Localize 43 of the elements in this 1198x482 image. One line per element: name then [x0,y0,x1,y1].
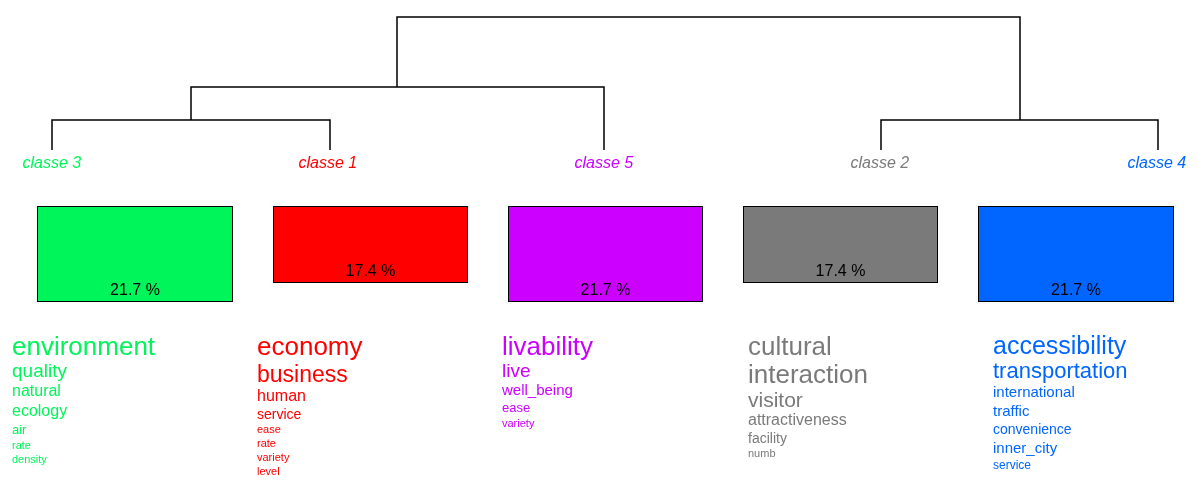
keyword-text: air [12,423,27,436]
keyword-text: international [993,384,1075,399]
keyword-text: interaction [748,361,868,387]
keyword-text: quality [12,361,67,380]
keyword-text: service [257,407,302,421]
percentage-text: 21.7 % [110,281,160,299]
keyword-text: numb [748,448,776,459]
keyword-text: attractiveness [748,412,847,428]
keyword-text: economy [257,333,363,359]
percentage-text: 17.4 % [815,262,866,280]
class-label: classe 2 [850,154,910,172]
keyword-text: environment [12,333,156,359]
percentage-text: 21.7 % [1051,281,1101,299]
keyword-text: transportation [993,360,1128,382]
keyword-text: variety [502,418,535,429]
class-label: classe 4 [1127,154,1187,172]
keyword-text: rate [12,440,31,451]
keyword-text: natural [12,383,61,399]
keyword-text: inner_city [993,440,1058,455]
keyword-text: well_being [502,382,573,397]
keyword-text: level [257,466,280,477]
keyword-text: cultural [748,333,832,359]
keyword-text: convenience [993,422,1072,436]
keyword-text: live [502,361,531,380]
class-label: classe 1 [298,154,358,172]
keyword-text: traffic [993,403,1030,418]
keyword-text: service [993,459,1031,471]
percentage-text: 17.4 % [345,262,396,280]
keyword-text: business [257,363,348,386]
keyword-text: ecology [12,403,68,419]
keyword-text: livability [502,333,594,359]
class-label: classe 5 [574,154,634,172]
keyword-text: ease [257,424,281,435]
keyword-text: ease [502,401,531,414]
class-label: classe 3 [22,154,82,172]
keyword-text: rate [257,438,276,449]
keyword-text: visitor [748,389,803,410]
keyword-text: human [257,388,306,404]
keyword-text: variety [257,452,290,463]
keyword-text: facility [748,431,787,445]
keyword-text: accessibility [993,333,1127,358]
percentage-text: 21.7 % [580,281,631,299]
keyword-text: density [12,454,47,465]
